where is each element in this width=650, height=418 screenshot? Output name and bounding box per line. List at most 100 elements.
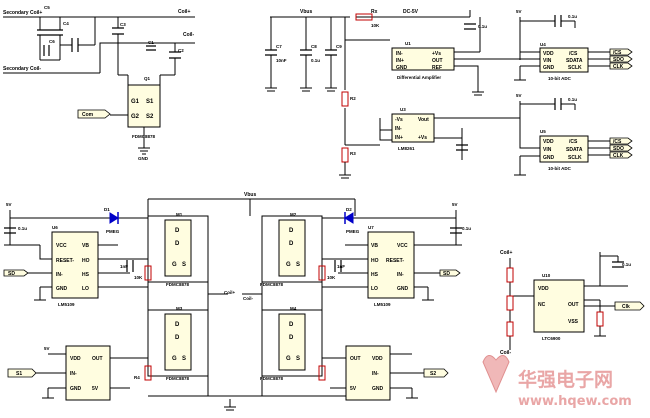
- s1-port[interactable]: [7, 368, 37, 378]
- divider-wires: [344, 40, 380, 146]
- u3-pin-vsn: -Vs: [395, 117, 403, 123]
- u7-label: U7: [368, 225, 374, 230]
- resistor-osc-set: [596, 311, 604, 327]
- m3-part: FDMC8878: [166, 376, 190, 381]
- cap-u1-bypass: [464, 23, 476, 30]
- m1-label: M1: [176, 212, 183, 217]
- com-port-label: Com: [82, 112, 94, 118]
- vbus-wires: [270, 10, 471, 41]
- u8-pin-in-neg: IN-: [70, 371, 77, 377]
- u8-pin-5v: 5V: [92, 386, 99, 392]
- u5-pin-sdata: SDATA: [566, 147, 583, 153]
- u9-driver: [345, 345, 391, 401]
- resistor-r4-label: R4: [134, 375, 140, 380]
- bridge-ground: [224, 406, 236, 411]
- coil-neg-label: Coil-: [183, 32, 194, 38]
- q1-dual-mosfet: [127, 84, 161, 128]
- resistor-gate-right: [318, 265, 326, 281]
- u8-pin-vdd: VDD: [70, 356, 81, 362]
- cap-left-driver: [4, 227, 16, 234]
- u8-pin-gnd: GND: [70, 386, 82, 392]
- clk-out-port[interactable]: [614, 301, 645, 311]
- u1-pin-vs: +Vs: [432, 51, 441, 57]
- m3-label: M3: [176, 306, 183, 311]
- m1-pin-d2: D: [175, 241, 180, 247]
- u6-gate-driver: [51, 231, 99, 299]
- u6-pin-gnd: GND: [56, 286, 68, 292]
- coil-pos-bridge-label: Coil+: [224, 290, 235, 295]
- cap-c1-label: C1: [148, 40, 154, 45]
- left-supply-label: 5V: [6, 202, 12, 207]
- m4-part: FDMC8878: [260, 376, 284, 381]
- u7-pin-vcc: VCC: [397, 243, 408, 249]
- u5-sdo-port[interactable]: [609, 144, 633, 152]
- cap-c6: [43, 45, 50, 56]
- u3-wires: [379, 117, 520, 160]
- u7-pin-ho: HO: [371, 258, 379, 264]
- u1-pin-out: OUT: [432, 58, 443, 64]
- osc-coil-neg-label: Coil-: [500, 350, 511, 356]
- diode-d1: [109, 212, 119, 224]
- u10-pin-nc: NC: [538, 302, 546, 308]
- diode-d1-label: D1: [104, 207, 110, 212]
- watermark-url: www.hqew.com: [518, 394, 632, 409]
- u5-clk-port[interactable]: [609, 151, 633, 159]
- u4-clk-port[interactable]: [609, 62, 633, 70]
- cap-c1: [146, 45, 156, 51]
- cap-bootstrap-right: [334, 260, 342, 272]
- coil-pos-label: Coil+: [178, 9, 190, 15]
- u6-pin-hs: HS: [82, 272, 90, 278]
- u4-cs-port[interactable]: [609, 48, 633, 56]
- u10-pin-out: OUT: [568, 302, 579, 308]
- s2-port[interactable]: [423, 368, 449, 378]
- u4-pin-sdata: SDATA: [566, 58, 583, 64]
- coil-wires: [3, 16, 195, 74]
- cap-c7: [265, 49, 277, 56]
- resistor-osc-2: [506, 295, 514, 311]
- q1-pin-g2: G2: [131, 114, 140, 120]
- right-supply-label: 5V: [452, 202, 458, 207]
- watermark: 华强电子网 www.hqew.com: [482, 355, 632, 409]
- cap-c4-label: C4: [63, 21, 69, 26]
- q1-ground-label: GND: [138, 156, 149, 161]
- sd-port-left[interactable]: [3, 269, 29, 277]
- u5-cs-port[interactable]: [609, 137, 633, 145]
- m4-pin-g: G: [286, 356, 291, 362]
- m3-mosfet: [164, 313, 192, 371]
- cap-c5: [37, 29, 63, 36]
- q1-pin-s1: S1: [146, 99, 154, 105]
- u6-wires: [28, 244, 148, 301]
- u7-gate-driver: [367, 231, 415, 299]
- u9-pin-5v: 5V: [350, 386, 357, 392]
- u1-name: Differential Amplifier: [397, 75, 441, 80]
- adc-section: 5V 0.1u U4 VDD /CS VIN SDATA GND SCLK 10…: [514, 9, 633, 176]
- u8-driver: [65, 345, 111, 401]
- diode-d2-label: D2: [346, 207, 352, 212]
- u6-pin-in-neg: IN-: [56, 272, 63, 278]
- u4-pin-vdd: VDD: [543, 51, 554, 57]
- u5-pin-cs: /CS: [569, 139, 578, 145]
- u7-part: LM5109: [374, 302, 391, 307]
- cap-osc-value: 0.1u: [622, 262, 631, 267]
- u10-pin-vss: VSS: [568, 319, 579, 325]
- u4-name: 10-bit ADC: [548, 76, 572, 81]
- diode-d2: [344, 212, 354, 224]
- cap-c9-label: C9: [336, 44, 342, 49]
- sd-port-right[interactable]: [439, 269, 461, 277]
- resistor-gate-left: [144, 265, 152, 281]
- resistor-r3: [341, 147, 349, 163]
- vbus-label-top: Vbus: [300, 9, 312, 15]
- q1-wires: [110, 75, 161, 148]
- u4-sdo-port-label: SDO: [613, 57, 624, 63]
- u4-sdo-port[interactable]: [609, 55, 633, 63]
- h-bridge-section: Vbus M1 D D G S FDMC8878 M2 D D G S FDMC…: [3, 192, 471, 411]
- m2-pin-s: S: [296, 262, 300, 268]
- u5-cs-port-label: /CS: [613, 139, 622, 145]
- u9-pin-in-neg: IN-: [372, 371, 379, 377]
- u1-pin-ref: REF: [432, 65, 442, 71]
- mosfet-interconnect: [147, 282, 323, 396]
- m4-pin-d2: D: [289, 335, 294, 341]
- u9-wires: [322, 353, 424, 399]
- osc-coil-pos-label: Coil+: [500, 250, 512, 256]
